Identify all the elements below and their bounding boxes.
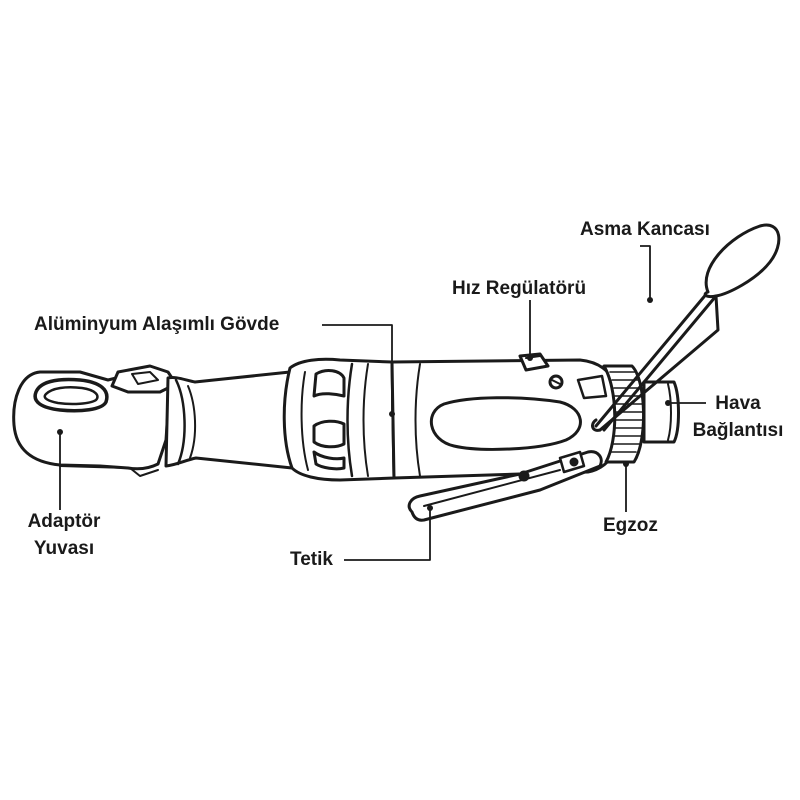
leader-asma-kancasi <box>640 245 651 300</box>
marker-govde <box>389 411 395 417</box>
label-govde: Alüminyum Alaşımlı Gövde <box>34 314 280 335</box>
marker-asma-kancasi <box>647 297 653 303</box>
leader-govde <box>322 324 393 414</box>
label-hava-baglantisi: Hava Bağlantısı <box>688 393 788 442</box>
marker-egzoz <box>623 461 629 467</box>
exhaust-ring <box>602 364 646 464</box>
marker-adaptor <box>57 429 63 435</box>
label-adaptor-line2: Yuvası <box>33 538 95 559</box>
marker-tetik <box>427 505 433 511</box>
trigger-pin <box>518 470 530 482</box>
grip-collar <box>282 357 396 482</box>
air-inlet-fitting <box>642 380 680 444</box>
label-adaptor-yuvasi: Adaptör Yuvası <box>14 511 114 560</box>
hanger-loop <box>703 223 781 298</box>
grip-pad-upper <box>312 369 346 398</box>
label-egzoz: Egzoz <box>603 515 658 536</box>
label-tetik: Tetik <box>290 549 333 570</box>
callout-lines <box>59 245 706 561</box>
trigger-lever <box>407 450 603 522</box>
label-hiz-regulatoru: Hız Regülatörü <box>452 278 587 299</box>
callout-markers <box>57 297 671 511</box>
marker-hava <box>665 400 671 406</box>
grip-pad-lower <box>312 419 346 449</box>
marker-hiz-regulatoru <box>527 355 533 361</box>
label-hava-line2: Bağlantısı <box>692 420 784 441</box>
label-hava-line1: Hava <box>715 393 761 414</box>
head-socket-inner <box>43 386 99 406</box>
label-adaptor-line1: Adaptör <box>27 511 101 532</box>
leader-tetik <box>344 508 431 561</box>
label-asma-kancasi: Asma Kancası <box>580 219 710 240</box>
body-oval-grip <box>429 396 582 451</box>
